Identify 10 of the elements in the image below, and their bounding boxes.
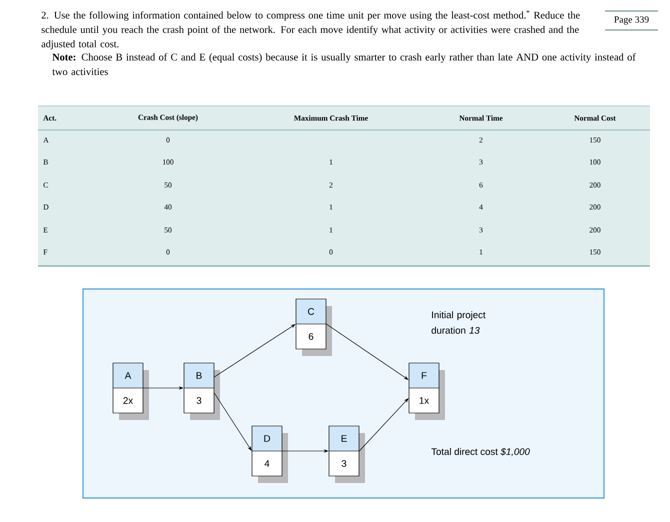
arrow <box>214 392 252 451</box>
activity-box: A 2x <box>112 362 149 420</box>
activity-box: F 1x <box>408 362 445 420</box>
activity-box: B 3 <box>184 362 220 420</box>
page-reference: Page 339 <box>604 10 658 30</box>
activity-box: D 4 <box>252 426 288 483</box>
activity-box: C 6 <box>296 298 332 356</box>
question-text: 2. Use the following information contained below to compress one time unit per move using the least-cost method.$^{*}$ Reduce the schedule until you reach the crash point of the network. For each move identify what activity or activities were crashed and the adjusted total cost. <box>42 10 580 50</box>
activity-box: E 3 <box>328 426 365 483</box>
note-text: Note: Choose B instead of C and E (equal costs) because it is usually smarter to crash early rather than late AND one activity instead of two activities <box>52 53 636 76</box>
